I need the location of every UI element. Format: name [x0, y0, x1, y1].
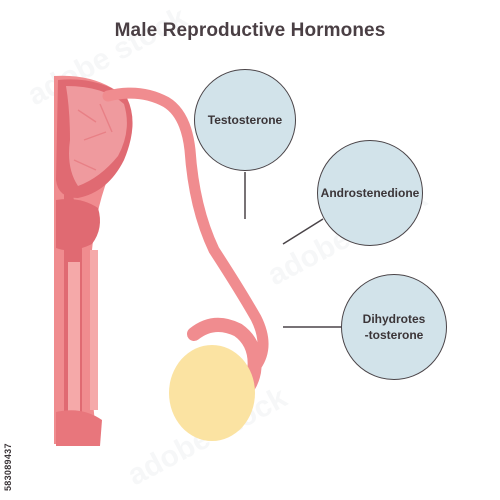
hormone-bubble-dihydrotestosterone: Dihydrotes -tosterone: [341, 274, 447, 380]
glans: [56, 410, 102, 446]
stock-image-id-text: 583089437: [3, 443, 13, 491]
testis: [169, 345, 255, 441]
hormone-bubble-testosterone: Testosterone: [194, 69, 296, 171]
urethra: [68, 262, 80, 424]
hormone-bubble-androstenedione: Androstenedione: [317, 140, 423, 246]
diagram-title: Male Reproductive Hormones: [114, 20, 386, 41]
prostate: [56, 199, 100, 251]
connector-line-androstenedione: [282, 218, 324, 245]
hormone-label-line-1: Dihydrotes: [362, 311, 426, 326]
hormone-label: Androstenedione: [320, 185, 420, 200]
stock-image-id: 583089437: [2, 388, 14, 498]
hormone-label-line-2: -tosterone: [364, 328, 424, 342]
hormone-label: Testosterone: [207, 112, 283, 127]
